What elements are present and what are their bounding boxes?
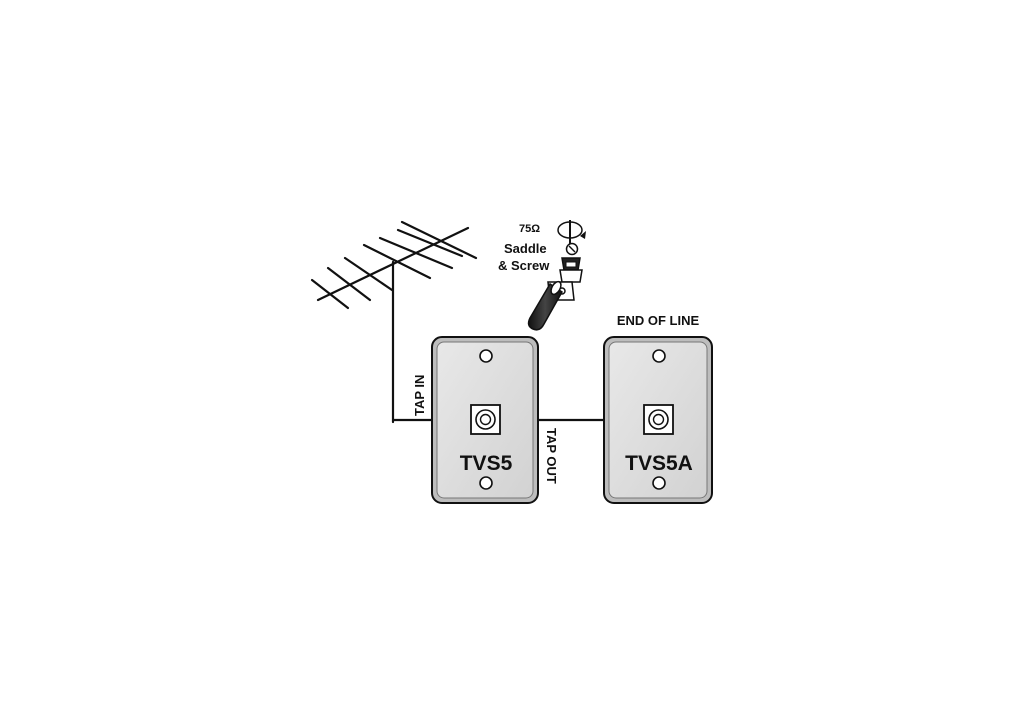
coax-socket-icon: [470, 404, 501, 435]
saddle-label-line1: Saddle: [504, 241, 547, 256]
tap-in-label: TAP IN: [412, 375, 427, 416]
outlet1-model-label: TVS5: [460, 452, 513, 475]
wall-plate-tvs5a: TVS5A: [603, 336, 713, 504]
wall-plate-tvs5: TVS5: [431, 336, 539, 504]
impedance-label: 75Ω: [519, 223, 540, 235]
antenna-icon: [310, 220, 478, 424]
coax-socket-icon: [643, 404, 674, 435]
saddle-screw-icon: [527, 220, 586, 331]
saddle-label-line2: & Screw: [498, 258, 550, 273]
tap-out-label: TAP OUT: [544, 428, 559, 484]
outlet2-model-label: TVS5A: [625, 452, 693, 475]
end-of-line-label: END OF LINE: [617, 313, 700, 328]
